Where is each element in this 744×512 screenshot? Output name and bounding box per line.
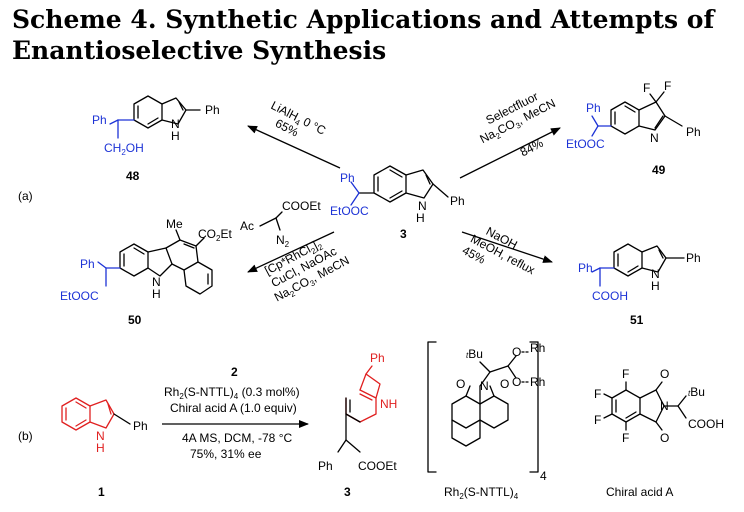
arrow-to-48 <box>247 125 341 169</box>
compound-51-h: H <box>651 279 660 293</box>
chiral-acid-structure <box>603 381 687 431</box>
compound-1-structure <box>61 397 131 431</box>
svg-text:Ac: Ac <box>240 219 254 233</box>
compound-51-ph: Ph <box>578 261 593 275</box>
compound-50-ph: Ph <box>80 257 95 271</box>
compound-50-structure <box>97 229 213 295</box>
compound-48-structure <box>109 95 201 139</box>
diazo-reagent-2: COOEt Ac N2 <box>240 199 321 249</box>
rh-catalyst-structure <box>427 341 539 473</box>
compound-3b-structure <box>337 365 381 453</box>
compound-50-label: 50 <box>128 313 142 327</box>
chiral-acid-caption: Chiral acid A <box>606 485 673 499</box>
compound-3b-label: 3 <box>344 485 351 499</box>
acid-cooh: COOH <box>688 417 724 431</box>
acid-f1: F <box>622 367 629 381</box>
compound-51-structure <box>591 243 685 287</box>
rh-tbu: tBu <box>466 347 483 361</box>
acid-tbu: tBu <box>688 385 705 399</box>
compound-1-ph: Ph <box>133 419 148 433</box>
compound-1-n: N <box>96 429 105 443</box>
scheme-title: Scheme 4. Synthetic Applications and Att… <box>12 5 715 65</box>
compound-3-label: 3 <box>400 227 407 241</box>
compound-51-cooh: COOH <box>592 289 628 303</box>
reagent-2-label: 2 <box>231 365 238 379</box>
compound-48-ph: Ph <box>92 113 107 127</box>
compound-49-n: N <box>650 131 659 145</box>
compound-48-label: 48 <box>126 169 140 183</box>
svg-text:84%: 84% <box>518 136 546 160</box>
compound-3b-nh: NH <box>380 397 397 411</box>
compound-51-label: 51 <box>630 313 644 327</box>
compound-3-structure <box>350 165 449 206</box>
compound-49-ph2: Ph <box>686 125 701 139</box>
acid-f4: F <box>622 431 629 445</box>
compound-48-h: H <box>171 129 180 143</box>
svg-text:COOEt: COOEt <box>282 199 321 213</box>
condition-solvent-temp: 4A MS, DCM, -78 °C <box>182 431 292 445</box>
rh-o3: O <box>512 345 521 359</box>
compound-49-etooc: EtOOC <box>566 137 605 151</box>
compound-3-n: N <box>418 199 427 213</box>
conditions-to-50: [Cp*RhCl2]2 CuCl, NaOAc Na2CO3, MeCN <box>262 238 351 304</box>
compound-50-etooc: EtOOC <box>60 289 99 303</box>
compound-50-co2et: CO2Et <box>198 227 232 243</box>
compound-51-n: N <box>651 267 660 281</box>
compound-49-label: 49 <box>652 163 666 177</box>
part-b-label: (b) <box>18 429 33 443</box>
conditions-to-51: NaOH MeOH, reflux 45% <box>460 224 537 277</box>
compound-49-f2: F <box>664 79 671 93</box>
compound-3b-ph: Ph <box>370 351 385 365</box>
compound-3-etooc: EtOOC <box>330 204 369 218</box>
compound-50-h: H <box>152 287 161 301</box>
acid-f2: F <box>594 387 601 401</box>
compound-48-ph2: Ph <box>205 103 220 117</box>
condition-yield-ee: 75%, 31% ee <box>190 447 262 461</box>
rh-rh1: Rh <box>530 341 545 355</box>
acid-o2: O <box>660 431 669 445</box>
conditions-to-49: Selectfluor Na2CO3, MeCN 84% <box>477 89 557 160</box>
compound-3-ph: Ph <box>340 171 355 185</box>
compound-3b-cooet: COOEt <box>358 459 397 473</box>
compound-1-label: 1 <box>98 485 105 499</box>
acid-o1: O <box>660 367 669 381</box>
compound-48-n: N <box>171 117 180 131</box>
rh-o2: O <box>500 377 509 391</box>
compound-3-h: H <box>416 211 425 225</box>
compound-1-h: H <box>96 441 105 455</box>
compound-50-me: Me <box>166 217 183 231</box>
compound-48-ch2oh: CH2OH <box>104 141 144 157</box>
rh-bracket-sub: 4 <box>540 469 547 483</box>
condition-catalyst: Rh2(S-NTTL)4 (0.3 mol%) <box>164 385 300 401</box>
acid-n: N <box>660 399 669 413</box>
compound-3-ph2: Ph <box>450 194 465 208</box>
condition-chiral-acid: Chiral acid A (1.0 equiv) <box>170 401 297 415</box>
rh-o4: O <box>512 375 521 389</box>
rh-rh2: Rh <box>530 375 545 389</box>
compound-51-ph2: Ph <box>686 251 701 265</box>
conditions-to-48: LiAlH40 °C 65% <box>269 98 329 139</box>
rh-o1: O <box>456 377 465 391</box>
compound-49-f1: F <box>643 81 650 95</box>
arrow-to-50 <box>247 231 335 273</box>
arrow-to-51 <box>461 231 553 263</box>
part-a-label: (a) <box>18 189 33 203</box>
rh-catalyst-caption: Rh2(S-NTTL)4 <box>444 485 519 501</box>
compound-50-n: N <box>152 275 161 289</box>
rh-n: N <box>480 379 489 393</box>
arrow-to-49 <box>459 127 561 179</box>
compound-49-ph: Ph <box>586 101 601 115</box>
acid-f3: F <box>594 413 601 427</box>
svg-text:N2: N2 <box>276 233 290 249</box>
compound-3b-ph2: Ph <box>318 459 333 473</box>
compound-49-structure <box>591 91 683 137</box>
